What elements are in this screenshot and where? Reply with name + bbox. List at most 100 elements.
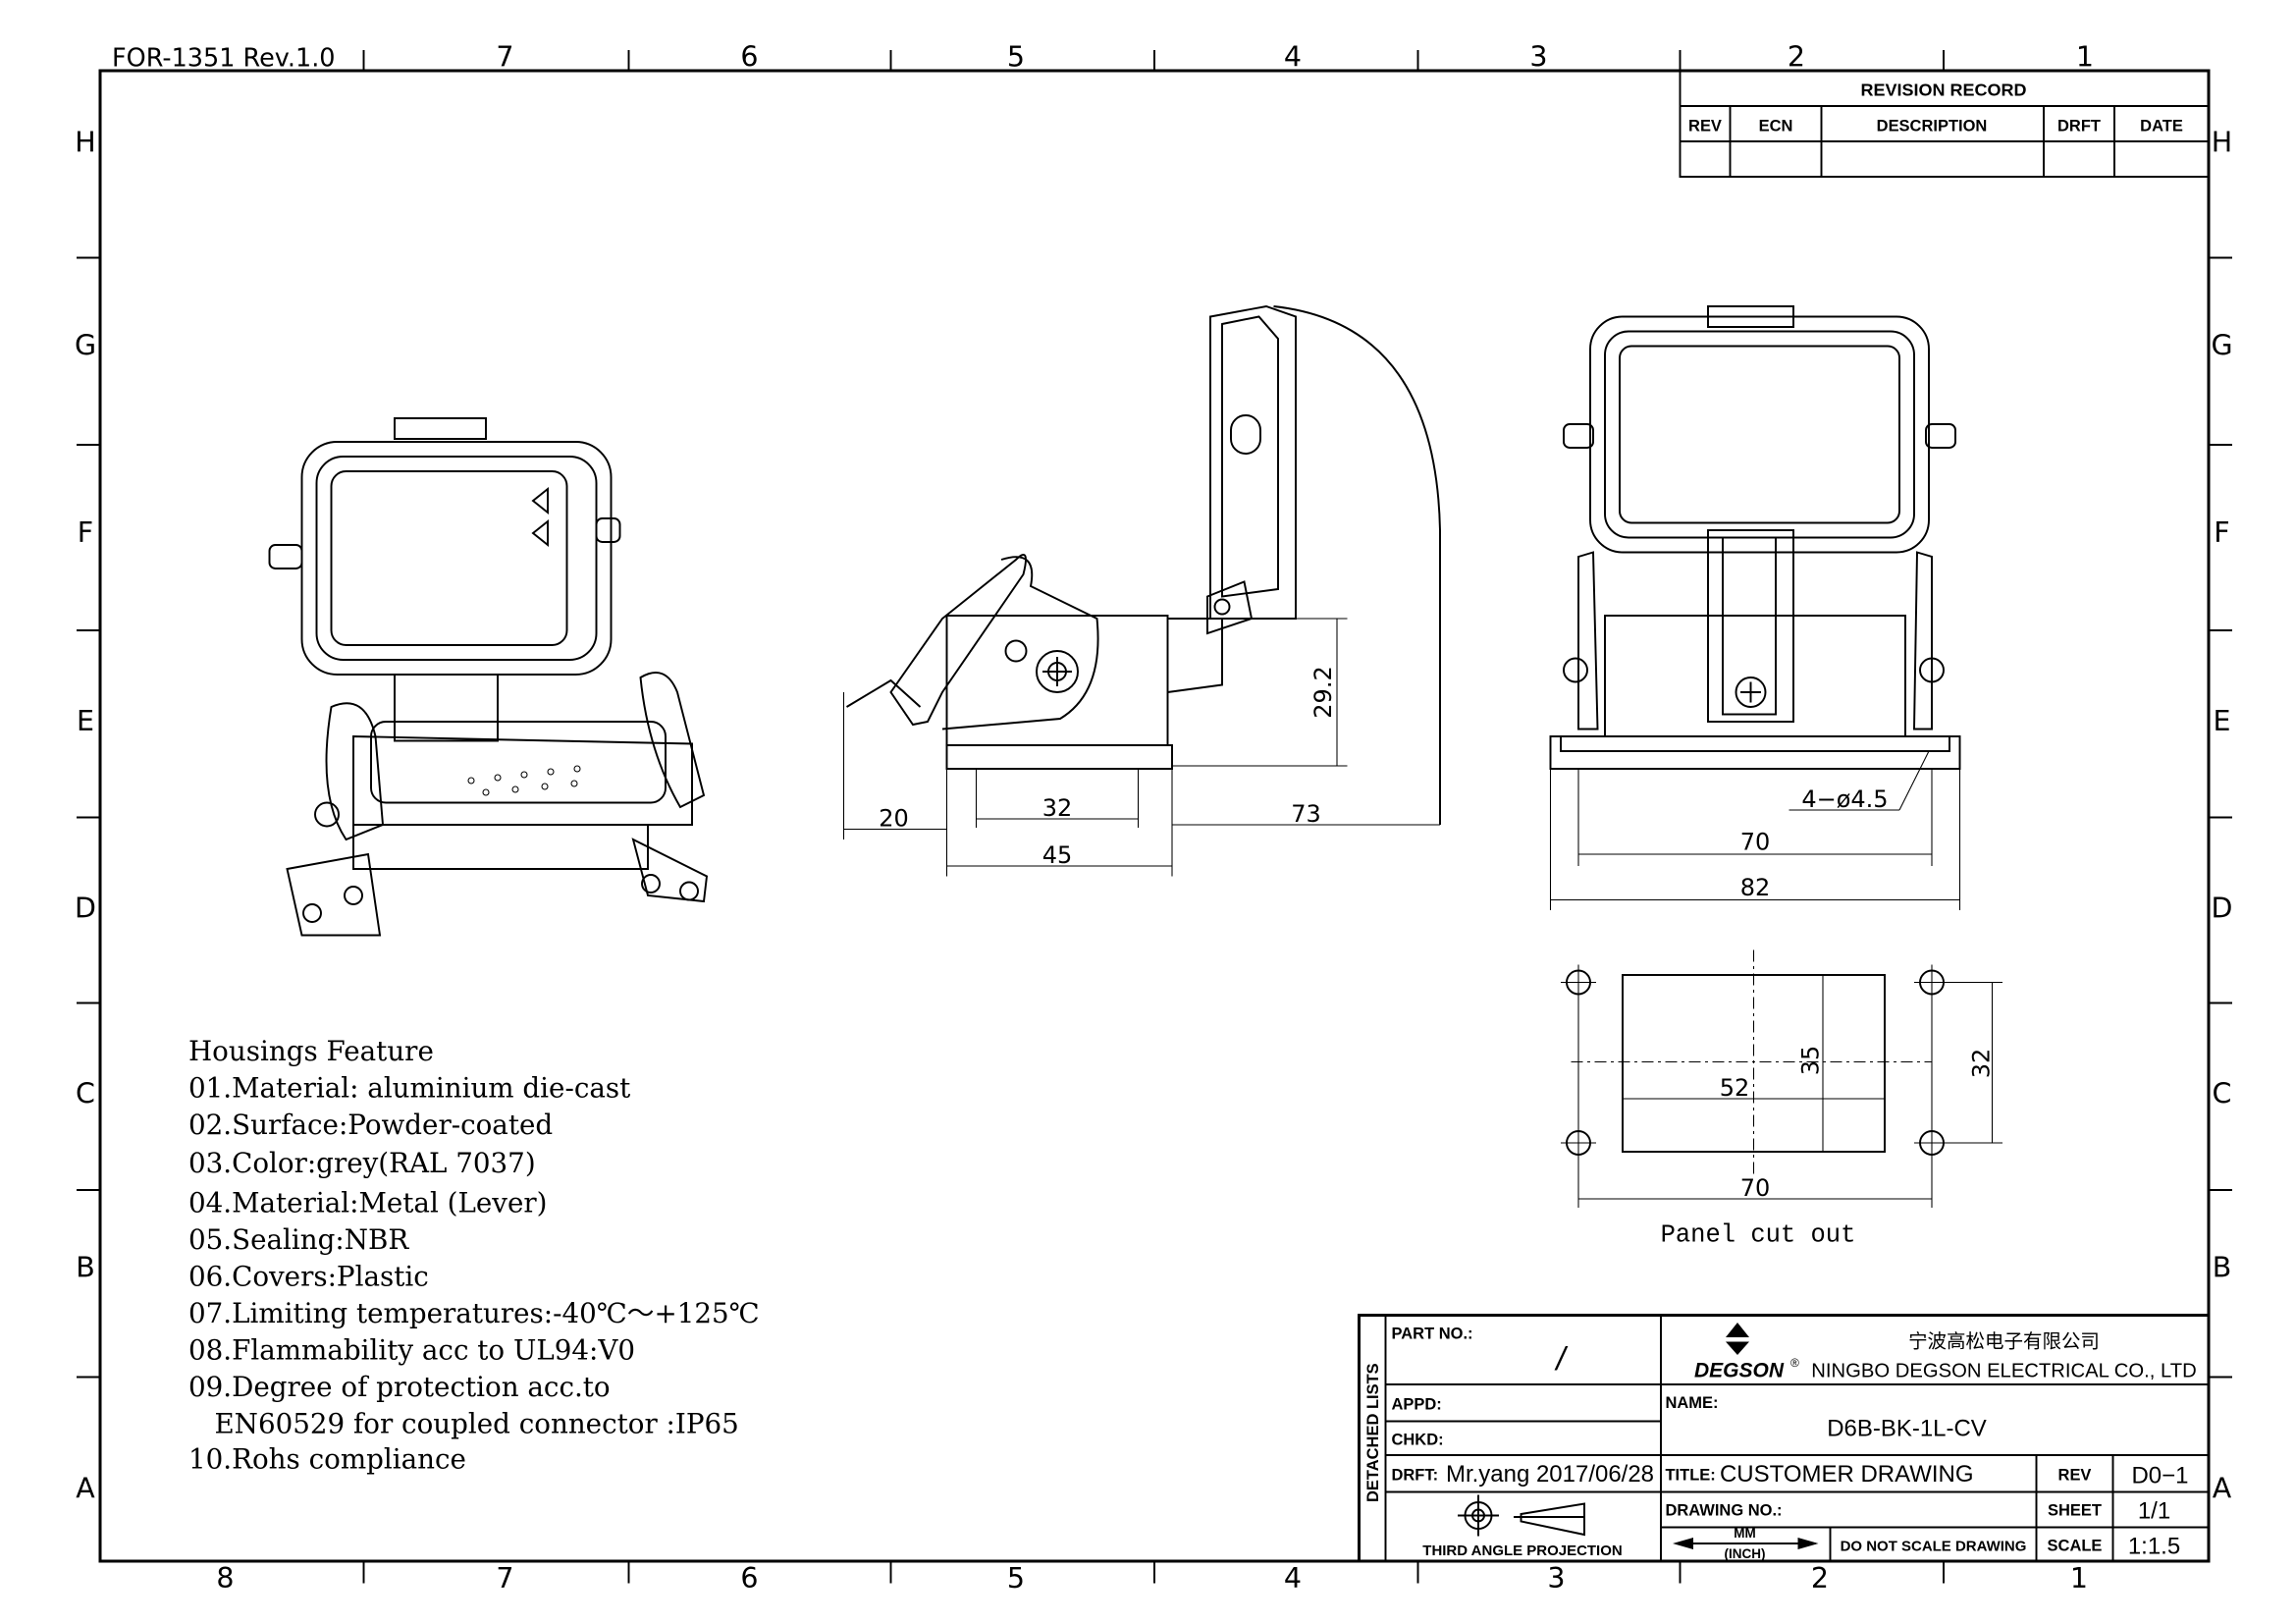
drawing-label: THIRD ANGLE PROJECTION bbox=[1422, 1543, 1622, 1559]
drawing-label: 06.Covers:Plastic bbox=[188, 1260, 429, 1292]
drawing-label: REV bbox=[2058, 1466, 2092, 1484]
drawing-label: DRAWING NO.: bbox=[1666, 1501, 1783, 1519]
zone-ticks bbox=[77, 49, 2232, 1584]
drawing-label: 32 bbox=[1042, 794, 1073, 822]
drawing-label: F bbox=[78, 516, 93, 549]
drawing-label: A bbox=[2213, 1472, 2232, 1504]
zone-labels-right: H G F E D C B A bbox=[2211, 126, 2232, 1504]
drawing-label: E bbox=[77, 705, 94, 737]
drawing-label: TITLE: bbox=[1666, 1466, 1716, 1484]
drawing-label: C bbox=[2213, 1077, 2232, 1110]
drawing-label: 01.Material: aluminium die-cast bbox=[188, 1071, 630, 1104]
drawing-label: 3 bbox=[1529, 40, 1547, 73]
drawing-label: NINGBO DEGSON ELECTRICAL CO., LTD bbox=[1811, 1360, 2196, 1381]
drawing-label: / bbox=[1554, 1340, 1568, 1377]
drawing-label: 4−ø4.5 bbox=[1801, 785, 1888, 813]
housings-features-notes: Housings Feature 01.Material: aluminium … bbox=[188, 1035, 760, 1475]
drawing-label: EN60529 for coupled connector :IP65 bbox=[188, 1407, 739, 1439]
front-view bbox=[1549, 305, 1961, 770]
drawing-label: DRFT: bbox=[1392, 1466, 1439, 1484]
drawing-label: Housings Feature bbox=[188, 1035, 434, 1067]
drawing-label: 2 bbox=[1788, 40, 1805, 73]
drawing-label: D bbox=[75, 892, 96, 924]
drawing-label: CUSTOMER DRAWING bbox=[1720, 1461, 1974, 1488]
drawing-label: G bbox=[2211, 329, 2232, 361]
drawing-label: 73 bbox=[1291, 800, 1321, 828]
drawing-label: ® bbox=[1790, 1356, 1799, 1370]
drawing-label: (INCH) bbox=[1725, 1546, 1766, 1561]
drawing-label: DETACHED LISTS bbox=[1364, 1363, 1382, 1502]
drawing-label: DO NOT SCALE DRAWING bbox=[1841, 1538, 2027, 1554]
drawing-label: 宁波高松电子有限公司 bbox=[1908, 1330, 2100, 1352]
side-view bbox=[846, 304, 1441, 825]
drawing-label: G bbox=[75, 329, 96, 361]
drawing-label: DEGSON bbox=[1694, 1359, 1785, 1381]
isometric-view bbox=[268, 417, 709, 937]
drawing-label: APPD: bbox=[1392, 1395, 1442, 1413]
drawing-label: 07.Limiting temperatures:-40℃～+125℃ bbox=[188, 1297, 760, 1329]
zone-labels-top: 7 6 5 4 3 2 1 bbox=[496, 40, 2094, 73]
drawing-label: 02.Surface:Powder-coated bbox=[188, 1109, 553, 1141]
drawing-label: 05.Sealing:NBR bbox=[188, 1223, 409, 1256]
drawing-label: 82 bbox=[1740, 874, 1771, 901]
drawing-label: 32 bbox=[1967, 1049, 1995, 1079]
drawing-label: 08.Flammability acc to UL94:V0 bbox=[188, 1333, 635, 1366]
drawing-label: ECN bbox=[1759, 117, 1793, 135]
drawing-label: 5 bbox=[1007, 1562, 1025, 1595]
drawing-label: 7 bbox=[496, 40, 513, 73]
drawing-label: 4 bbox=[1284, 40, 1302, 73]
third-angle-projection-icon bbox=[1458, 1494, 1585, 1537]
drawing-label: 70 bbox=[1740, 1174, 1771, 1202]
drawing-label: 5 bbox=[1007, 40, 1025, 73]
drawing-label: 1 bbox=[2070, 1562, 2088, 1595]
drawing-label: 2 bbox=[1811, 1562, 1829, 1595]
drawing-label: MM bbox=[1734, 1526, 1755, 1541]
drawing-label: H bbox=[2212, 126, 2232, 158]
panel-cutout-label: Panel cut out bbox=[1661, 1220, 1856, 1249]
drawing-label: F bbox=[2214, 516, 2229, 549]
drawing-label: 35 bbox=[1797, 1046, 1825, 1076]
drawing-label: PART NO.: bbox=[1392, 1325, 1473, 1342]
drawing-label: 1 bbox=[2076, 40, 2094, 73]
units-arrow-icon bbox=[1673, 1537, 1819, 1549]
drawing-label: 20 bbox=[879, 804, 909, 832]
drawing-label: A bbox=[76, 1472, 95, 1504]
side-view-dimensions: 20 32 45 73 29.2 bbox=[842, 618, 1441, 877]
degson-logo: DEGSON ® bbox=[1694, 1322, 1799, 1381]
drawing-label: 6 bbox=[740, 40, 758, 73]
drawing-label: E bbox=[2213, 705, 2230, 737]
drawing-label: DATE bbox=[2140, 117, 2183, 135]
drawing-label: SHEET bbox=[2048, 1501, 2102, 1519]
drawing-label: 03.Color:grey(RAL 7037) bbox=[188, 1147, 536, 1179]
drawing-label: 04.Material:Metal (Lever) bbox=[188, 1186, 547, 1218]
drawing-label: DESCRIPTION bbox=[1877, 117, 1988, 135]
drawing-label: 10.Rohs compliance bbox=[188, 1442, 466, 1475]
front-view-dimensions: 4−ø4.5 70 82 bbox=[1549, 750, 1961, 910]
zone-labels-left: H G F E D C B A bbox=[75, 126, 96, 1504]
drawing-label: CHKD: bbox=[1392, 1431, 1444, 1448]
drawing-label: 8 bbox=[216, 1562, 234, 1595]
drawing-label: Mr.yang 2017/06/28 bbox=[1446, 1461, 1654, 1488]
drawing-label: REV bbox=[1688, 117, 1722, 135]
drawing-label: C bbox=[76, 1077, 95, 1110]
drawing-label: 1/1 bbox=[2138, 1497, 2170, 1524]
drawing-label: 1:1.5 bbox=[2128, 1533, 2180, 1559]
drawing-label: B bbox=[2213, 1251, 2232, 1283]
drawing-label: 29.2 bbox=[1309, 666, 1337, 718]
drawing-label: 3 bbox=[1547, 1562, 1565, 1595]
drawing-label: 70 bbox=[1740, 828, 1771, 855]
drawing-label: H bbox=[75, 126, 95, 158]
drawing-label: 6 bbox=[740, 1562, 758, 1595]
drawing-label: DRFT bbox=[2057, 117, 2101, 135]
drawing-label: 09.Degree of protection acc.to bbox=[188, 1371, 611, 1403]
panel-cutout-view: 52 35 32 70 Panel cut out bbox=[1561, 949, 2002, 1249]
drawing-label: D6B-BK-1L-CV bbox=[1827, 1415, 1987, 1441]
drawing-label: B bbox=[76, 1251, 95, 1283]
drawing-label: REVISION RECORD bbox=[1861, 80, 2027, 99]
drawing-label: SCALE bbox=[2048, 1537, 2103, 1554]
form-id: FOR-1351 Rev.1.0 bbox=[112, 43, 336, 73]
drawing-label: D0−1 bbox=[2131, 1462, 2188, 1489]
drawing-label: D bbox=[2212, 892, 2233, 924]
